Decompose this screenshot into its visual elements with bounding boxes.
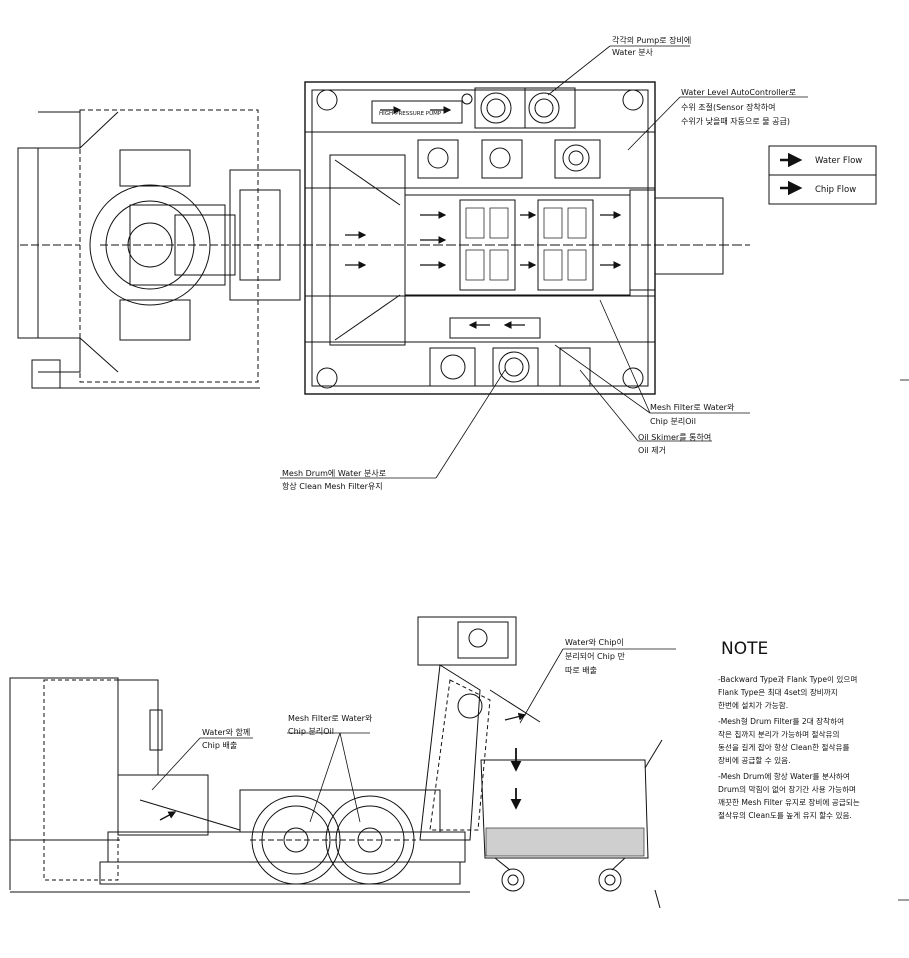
machine-tool-outline (17, 109, 301, 389)
callout-drum-top: Mesh Drum에 Water 분사로 항상 Clean Mesh Filte… (282, 469, 386, 491)
pump-label: HIGH-PRESSURE PUMP (379, 111, 442, 117)
note-line: -Backward Type과 Flank Type이 있으며 (718, 674, 857, 684)
callout-pump-line-1: 각각의 Pump로 장비에 (612, 35, 691, 45)
callout-water-chip-out-line-2: Chip 배출 (202, 740, 237, 750)
side-view (9, 616, 909, 909)
callout-separate-line-1: Water와 Chip이 (565, 637, 624, 647)
callout-skimmer: Oil Skimer를 통하여 Oil 제거 (638, 432, 711, 455)
callout-skimmer-line-1: Oil Skimer를 통하여 (638, 432, 711, 442)
coolant-tank-plan (290, 81, 750, 395)
legend-chip-flow: Chip Flow (815, 185, 856, 195)
note-block: NOTE -Backward Type과 Flank Type이 있으며 Fla… (718, 639, 860, 820)
callout-mesh-top-line-2: Chip 분리Oil (650, 417, 696, 426)
plan-view (17, 45, 909, 479)
note-title: NOTE (721, 639, 768, 659)
mesh-drums (250, 795, 416, 885)
callout-skimmer-line-2: Oil 제거 (638, 446, 666, 455)
callout-level-line-1: Water Level AutoController로 (681, 88, 796, 97)
callout-level-line-3: 수위가 낮을때 자동으로 물 공급) (681, 116, 790, 126)
callout-water-chip-out-line-1: Water와 함께 (202, 727, 250, 737)
callout-mesh-bottom-line-1: Mesh Filter로 Water와 (288, 713, 373, 723)
note-line: Flank Type은 최대 4set의 장비까지 (718, 687, 838, 697)
legend-water-flow: Water Flow (815, 156, 862, 166)
note-line: 절삭유의 Clean도를 높게 유지 할수 있음. (718, 810, 852, 820)
chip-bin (480, 739, 663, 909)
flow-arrows-plan (345, 106, 622, 329)
note-line: 장비에 공급할 수 있음. (718, 755, 791, 765)
note-line: -Mesh Drum에 항상 Water를 분사하여 (718, 771, 850, 781)
callout-mesh-top-line-1: Mesh Filter로 Water와 (650, 402, 735, 412)
callout-water-chip-out: Water와 함께 Chip 배출 (202, 727, 250, 750)
callout-drum-top-line-2: 항상 Clean Mesh Filter유지 (282, 481, 383, 491)
note-line: Drum의 막힘이 없어 장기간 사용 가능하며 (718, 784, 856, 794)
note-line: 깨끗한 Mesh Filter 유지로 장비에 공급되는 (718, 797, 860, 807)
callout-separate-line-2: 분리되어 Chip 만 (565, 651, 625, 661)
note-line: 작은 칩까지 분리가 가능하며 절삭유의 (718, 729, 839, 739)
note-line: -Mesh형 Drum Filter를 2대 장착하여 (718, 716, 844, 726)
callout-pump-line-2: Water 분사 (612, 48, 654, 57)
note-line: 동선을 길게 잡아 항상 Clean한 절삭유를 (718, 742, 849, 752)
leaders-plan (280, 45, 909, 479)
coolant-tank-side (10, 789, 470, 893)
callout-separate-line-3: 따로 배출 (565, 665, 597, 675)
callout-drum-top-line-1: Mesh Drum에 Water 분사로 (282, 469, 386, 478)
callout-level: Water Level AutoController로 수위 조절(Sensor… (681, 88, 796, 126)
callout-mesh-top: Mesh Filter로 Water와 Chip 분리Oil (650, 402, 735, 426)
callout-mesh-bottom: Mesh Filter로 Water와 Chip 분리Oil (288, 713, 373, 736)
leaders-side (151, 648, 909, 901)
note-line: 한번에 설치가 가능함. (718, 700, 788, 710)
callout-separate: Water와 Chip이 분리되어 Chip 만 따로 배출 (565, 637, 625, 675)
callout-pump: 각각의 Pump로 장비에 Water 분사 (612, 35, 691, 57)
legend-labels: Water Flow Chip Flow (815, 156, 862, 195)
callout-level-line-2: 수위 조절(Sensor 장착하여 (681, 102, 776, 112)
callout-mesh-bottom-line-2: Chip 분리Oil (288, 727, 334, 736)
legend-box (768, 145, 877, 205)
machine-tool-side (9, 677, 209, 890)
lift-conveyor (417, 616, 541, 841)
